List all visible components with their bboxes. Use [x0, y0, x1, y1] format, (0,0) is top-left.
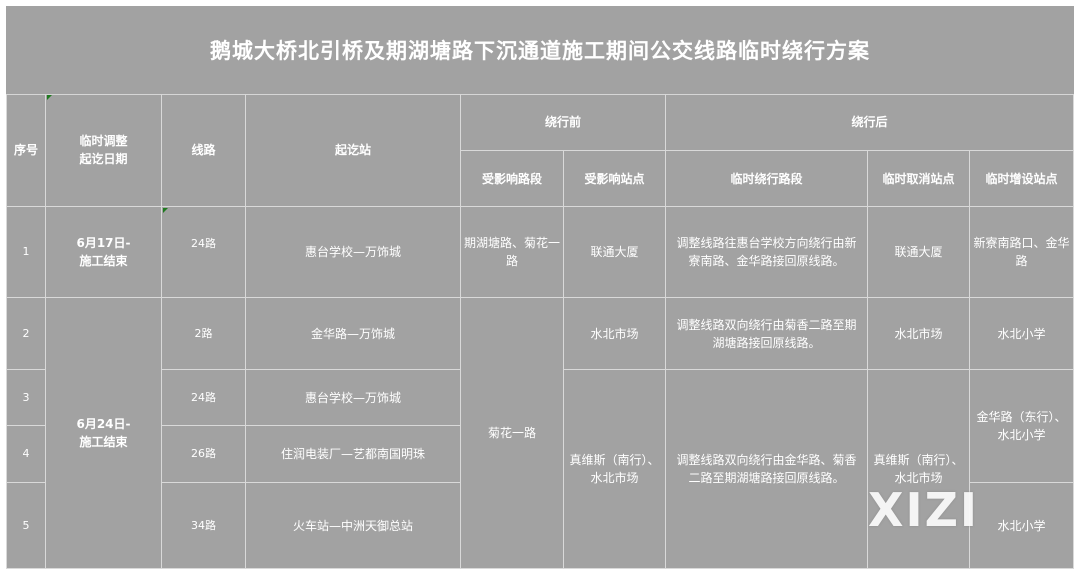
cancelled-stops-cell: 水北市场: [868, 298, 970, 370]
header-seq-text: 序号: [13, 143, 38, 157]
header-line-text: 线路: [191, 143, 216, 157]
affected-stops-text: 水北市场: [590, 326, 639, 341]
table-row-seq: 3: [6, 370, 46, 426]
table-title: 鹅城大桥北引桥及期湖塘路下沉通道施工期间公交线路临时绕行方案: [6, 6, 1074, 95]
line-text: 24路: [191, 390, 216, 404]
stations-cell: 惠台学校—万饰城: [246, 207, 461, 298]
header-after: 绕行后: [666, 94, 1074, 151]
seq-text: 3: [22, 390, 30, 404]
header-date-line1: 临时调整: [79, 134, 128, 148]
header-stations: 起讫站: [246, 94, 461, 207]
line-text: 24路: [191, 237, 216, 250]
header-cancelled-stops-text: 临时取消站点: [882, 171, 955, 186]
detour-section-cell: 调整线路双向绕行由菊香二路至期湖塘路接回原线路。: [666, 298, 868, 370]
seq-text: 2: [22, 326, 30, 340]
affected-stops-text: 联通大厦: [590, 245, 639, 259]
comment-indicator-icon: [47, 95, 52, 100]
added-stops-text: 新寮南路口、金华路: [973, 236, 1070, 268]
seq-text: 5: [22, 518, 30, 532]
affected-stops-cell: 水北市场: [564, 298, 666, 370]
affected-section-text: 菊花一路: [487, 426, 536, 440]
detour-section-cell: 调整线路往惠台学校方向绕行由新寮南路、金华路接回原线路。: [666, 207, 868, 298]
stations-text: 惠台学校—万饰城: [304, 245, 401, 259]
detour-section-text: 调整线路双向绕行由菊香二路至期湖塘路接回原线路。: [676, 317, 857, 350]
header-date: 临时调整 起讫日期: [46, 94, 162, 207]
added-stops-cell: 水北小学: [970, 298, 1074, 370]
seq-text: 1: [22, 245, 30, 258]
cancelled-stops-cell: 真维斯（南行）、水北市场: [868, 370, 970, 569]
stations-cell: 火车站—中洲天御总站: [246, 483, 461, 569]
header-after-text: 绕行后: [851, 115, 888, 129]
cancelled-stops-text: 真维斯（南行）、水北市场: [873, 453, 964, 485]
stations-text: 火车站—中洲天御总站: [292, 518, 413, 533]
date-text: 施工结束: [79, 254, 128, 268]
stations-text: 住润电装厂—艺都南国明珠: [280, 447, 425, 461]
date-cell: 6月24日- 施工结束: [46, 298, 162, 569]
added-stops-text: 水北小学: [997, 326, 1046, 341]
header-detour-section-text: 临时绕行路段: [730, 171, 803, 186]
header-affected-stops: 受影响站点: [564, 151, 666, 207]
date-cell: 6月17日- 施工结束: [46, 207, 162, 298]
header-before: 绕行前: [461, 94, 666, 151]
affected-section-cell: 期湖塘路、菊花一路: [461, 207, 564, 298]
header-added-stops: 临时增设站点: [970, 151, 1074, 207]
table-row-seq: 1: [6, 207, 46, 298]
table-row-seq: 2: [6, 298, 46, 370]
affected-stops-text: 真维斯（南行）、水北市场: [569, 453, 660, 485]
line-text: 26路: [191, 447, 216, 460]
stations-text: 金华路—万饰城: [310, 326, 395, 341]
affected-section-cell: 菊花一路: [461, 298, 564, 569]
seq-text: 4: [22, 447, 30, 460]
stations-text: 惠台学校—万饰城: [304, 390, 401, 405]
stations-cell: 金华路—万饰城: [246, 298, 461, 370]
header-seq: 序号: [6, 94, 46, 207]
table-row-seq: 4: [6, 426, 46, 483]
header-detour-section: 临时绕行路段: [666, 151, 868, 207]
header-affected-section-text: 受影响路段: [481, 171, 542, 186]
comment-indicator-icon: [163, 208, 168, 213]
line-text: 2路: [194, 326, 213, 340]
added-stops-cell: 新寮南路口、金华路: [970, 207, 1074, 298]
date-text: 施工结束: [79, 435, 128, 449]
header-affected-section: 受影响路段: [461, 151, 564, 207]
added-stops-text: 水北小学: [997, 518, 1046, 533]
date-text: 6月17日-: [76, 236, 131, 250]
line-cell: 2路: [162, 298, 246, 370]
line-cell: 26路: [162, 426, 246, 483]
schedule-table: 鹅城大桥北引桥及期湖塘路下沉通道施工期间公交线路临时绕行方案 序号 临时调整 起…: [6, 6, 1074, 569]
stations-cell: 住润电装厂—艺都南国明珠: [246, 426, 461, 483]
cancelled-stops-text: 联通大厦: [894, 245, 943, 259]
header-stations-text: 起讫站: [334, 143, 371, 157]
line-cell: 24路: [162, 370, 246, 426]
detour-section-text: 调整线路双向绕行由金华路、菊香二路至期湖塘路接回原线路。: [676, 453, 857, 485]
affected-stops-cell: 真维斯（南行）、水北市场: [564, 370, 666, 569]
header-affected-stops-text: 受影响站点: [584, 171, 645, 186]
header-added-stops-text: 临时增设站点: [985, 171, 1058, 186]
header-cancelled-stops: 临时取消站点: [868, 151, 970, 207]
detour-section-cell: 调整线路双向绕行由金华路、菊香二路至期湖塘路接回原线路。: [666, 370, 868, 569]
cancelled-stops-cell: 联通大厦: [868, 207, 970, 298]
added-stops-text: 金华路（东行）、水北小学: [976, 410, 1067, 442]
line-cell: 34路: [162, 483, 246, 569]
line-cell: 24路: [162, 207, 246, 298]
affected-section-text: 期湖塘路、菊花一路: [464, 236, 561, 268]
affected-stops-cell: 联通大厦: [564, 207, 666, 298]
added-stops-cell: 金华路（东行）、水北小学: [970, 370, 1074, 483]
line-text: 34路: [191, 518, 216, 532]
stations-cell: 惠台学校—万饰城: [246, 370, 461, 426]
header-line: 线路: [162, 94, 246, 207]
cancelled-stops-text: 水北市场: [894, 326, 943, 341]
header-before-text: 绕行前: [544, 115, 581, 129]
date-text: 6月24日-: [76, 417, 131, 431]
detour-section-text: 调整线路往惠台学校方向绕行由新寮南路、金华路接回原线路。: [676, 236, 857, 268]
added-stops-cell: 水北小学: [970, 483, 1074, 569]
header-date-line2: 起讫日期: [79, 152, 128, 166]
table-row-seq: 5: [6, 483, 46, 569]
